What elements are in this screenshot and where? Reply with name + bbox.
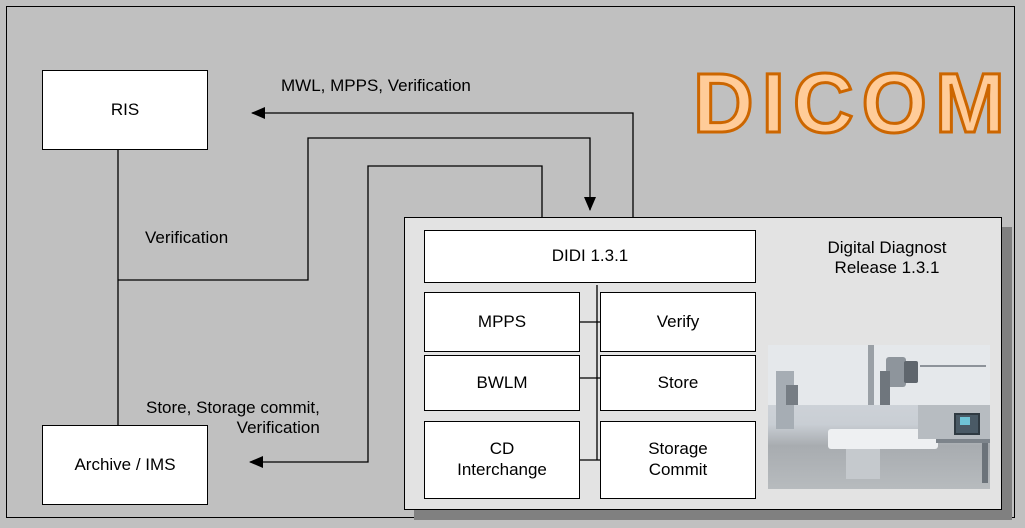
verification-line [118, 137, 596, 281]
dicom-logo: DICOM [692, 62, 1006, 152]
mpps-label: MPPS [477, 311, 527, 331]
store-label: Store [657, 372, 699, 392]
cd-interchange-line1: CD [489, 439, 515, 459]
didi-label: DIDI 1.3.1 [551, 246, 629, 266]
ris-link-line [251, 107, 634, 217]
archive-link-label-line1: Store, Storage commit, [146, 398, 320, 417]
verify-label: Verify [656, 311, 700, 331]
archive-node: Archive / IMS [42, 425, 208, 505]
product-release: Release 1.3.1 [834, 258, 940, 278]
bwlm-node: BWLM [424, 355, 580, 411]
archive-link-label-line2: Verification [236, 418, 320, 438]
x-ray-room-photo [768, 345, 990, 489]
mpps-node: MPPS [424, 292, 580, 352]
bwlm-label: BWLM [476, 372, 528, 392]
archive-link-label: Store, Storage commit, Verification [146, 398, 320, 439]
ris-link-label: MWL, MPPS, Verification [281, 76, 471, 95]
ris-node: RIS [42, 70, 208, 150]
ris-label: RIS [110, 99, 140, 119]
service-branch-lines [580, 321, 600, 461]
cd-interchange-node: CD Interchange [424, 421, 580, 499]
product-name: Digital Diagnost [827, 238, 947, 257]
storage-commit-line1: Storage [648, 439, 708, 459]
dicom-logo-text: DICOM [693, 62, 1005, 150]
store-node: Store [600, 355, 756, 411]
product-caption: Digital Diagnost Release 1.3.1 [782, 238, 992, 279]
storage-commit-node: Storage Commit [600, 421, 756, 499]
cd-interchange-line2: Interchange [457, 460, 547, 479]
didi-node: DIDI 1.3.1 [424, 230, 756, 283]
outer-frame [6, 6, 1015, 518]
archive-link-line [249, 165, 543, 468]
storage-commit-line2: Commit [648, 460, 708, 479]
archive-label: Archive / IMS [74, 454, 176, 474]
verify-node: Verify [600, 292, 756, 352]
verification-label: Verification [145, 228, 229, 247]
